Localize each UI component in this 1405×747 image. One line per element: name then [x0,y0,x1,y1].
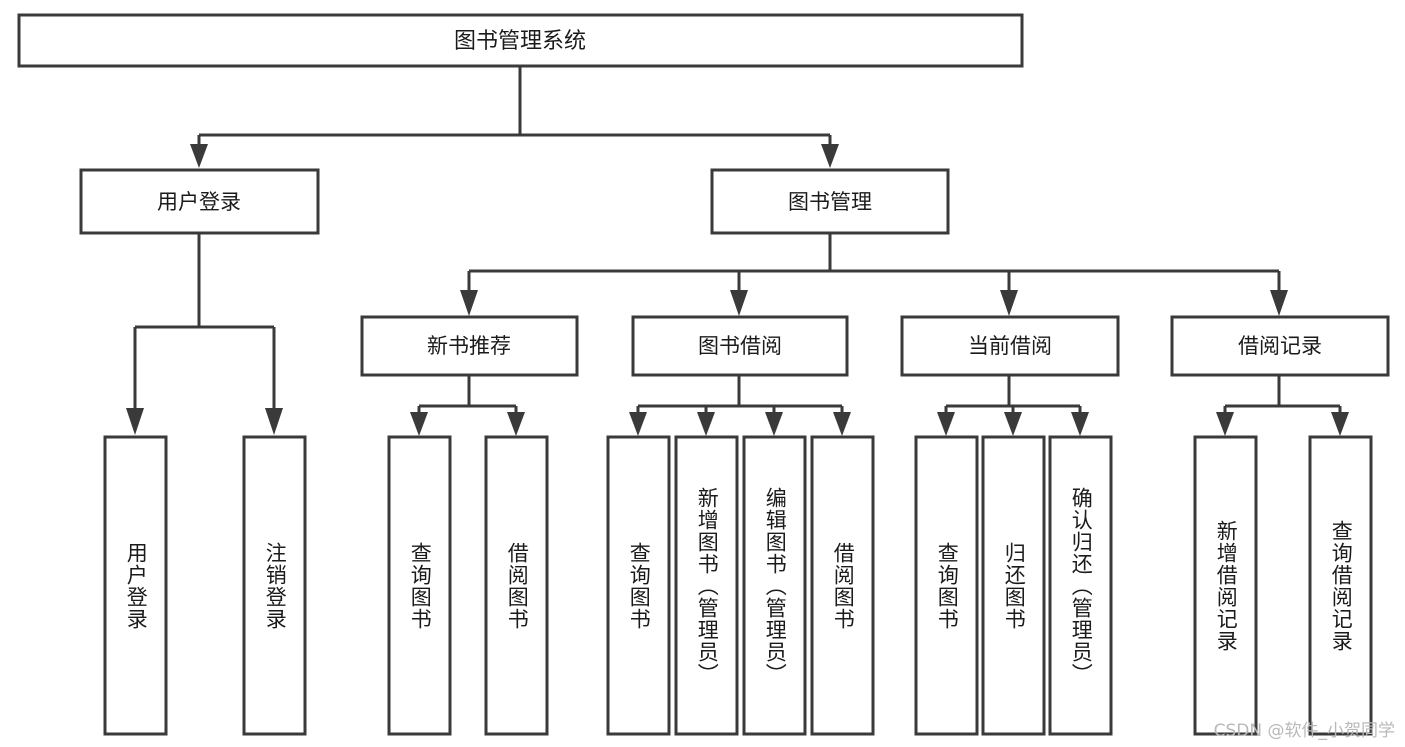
node-root-system[interactable]: 图书管理系统 [17,13,1024,68]
arrow-head-leaf-logout [265,408,283,435]
arrow-head-current-borrow [1000,290,1018,316]
node-book-manage-box[interactable] [710,168,950,235]
arrow-head-leaf-add-record [1216,412,1234,436]
arrow-head-book-borrow [730,290,748,316]
leaf-box-logout[interactable] [242,435,307,736]
leaf-box-borrow-book-a[interactable] [484,435,549,736]
node-new-book-recommend[interactable]: 新书推荐 [360,315,579,377]
node-book-manage[interactable]: 图书管理 [710,168,950,235]
arrow-head-leaf-add-book [697,412,715,436]
connector-group [126,66,1349,436]
arrow-head-book-manage [821,144,839,168]
leaf-box-confirm-return-admin[interactable] [1048,435,1113,736]
node-current-borrow[interactable]: 当前借阅 [900,315,1120,377]
node-current-borrow-label: 当前借阅 [968,334,1052,358]
leaf-box-query-book-b[interactable] [606,435,671,736]
leaf-box-user-login[interactable] [103,435,168,736]
leaf-box-return-book[interactable] [981,435,1046,736]
arrow-head-new-book-rec [460,290,478,316]
arrow-head-borrow-record [1270,290,1288,316]
node-borrow-record[interactable]: 借阅记录 [1170,315,1390,377]
node-current-borrow-box[interactable] [900,315,1120,377]
node-root-system-label: 图书管理系统 [454,29,586,54]
arrow-head-leaf-edit-book [765,412,783,436]
arrow-head-leaf-borrow-book-b [833,412,851,436]
node-borrow-record-box[interactable] [1170,315,1390,377]
node-book-borrow[interactable]: 图书借阅 [631,315,849,377]
leaf-box-query-book-c[interactable] [914,435,979,736]
leaf-box-group [103,435,1373,736]
arrow-head-leaf-return-book [1004,412,1022,436]
leaf-box-edit-book-admin[interactable] [742,435,807,736]
arrow-head-leaf-query-book-b [629,412,647,436]
arrow-head-user-login [190,144,208,168]
node-book-borrow-box[interactable] [631,315,849,377]
arrow-head-leaf-query-book-c [937,412,955,436]
arrow-head-leaf-confirm-return [1071,412,1089,436]
node-book-borrow-label: 图书借阅 [698,334,782,358]
node-user-login-box[interactable] [79,168,320,235]
node-new-book-recommend-label: 新书推荐 [427,334,511,358]
node-user-login[interactable]: 用户登录 [79,168,320,235]
node-book-manage-label: 图书管理 [788,190,872,214]
arrow-head-leaf-query-record [1331,412,1349,436]
leaf-box-query-book-a[interactable] [387,435,452,736]
arrow-head-leaf-user-login [126,408,144,435]
node-new-book-recommend-box[interactable] [360,315,579,377]
node-root-system-box[interactable] [17,13,1024,68]
leaf-box-add-book-admin[interactable] [674,435,739,736]
leaf-box-borrow-book-b[interactable] [810,435,875,736]
leaf-box-query-borrow-record[interactable] [1308,435,1373,736]
node-borrow-record-label: 借阅记录 [1238,334,1322,358]
leaf-box-add-borrow-record[interactable] [1193,435,1258,736]
arrow-head-leaf-query-book-a [410,412,428,436]
node-user-login-label: 用户登录 [157,190,241,214]
arrow-head-leaf-borrow-book-a [507,412,525,436]
